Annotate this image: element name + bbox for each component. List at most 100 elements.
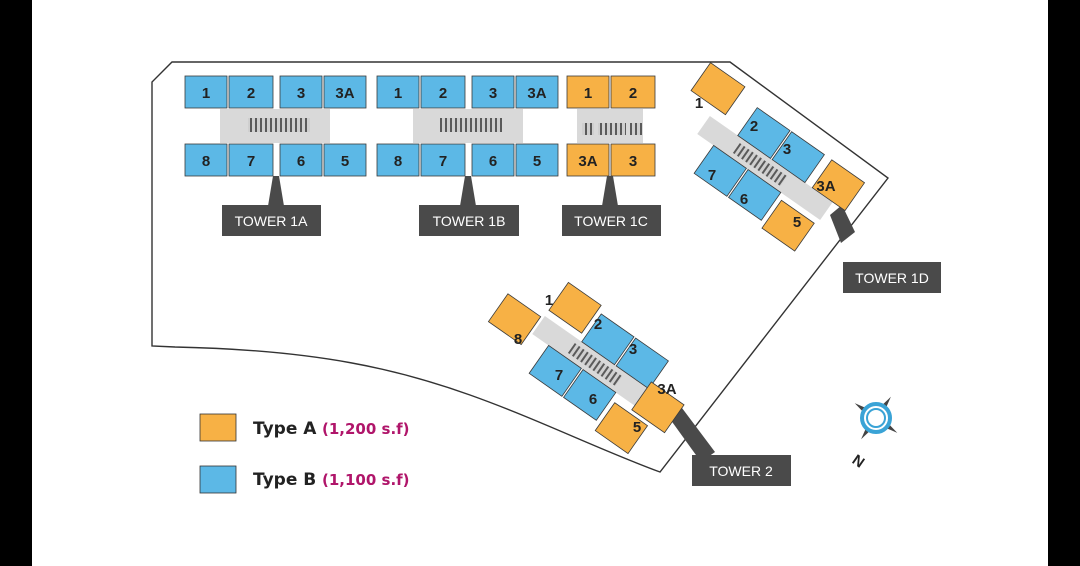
unit	[581, 313, 635, 366]
tower-2-label-box	[692, 455, 791, 486]
unit-label: 5	[533, 153, 541, 170]
tower-2: 1 8 2 3 3A 7 6 5 TOWER 2	[487, 281, 791, 486]
unit-label: 3A	[335, 85, 354, 102]
unit	[811, 159, 866, 212]
unit-label: 3A	[578, 153, 597, 170]
unit-label: 8	[202, 153, 210, 170]
tower-1c-label-box	[562, 205, 661, 236]
lift-core	[440, 118, 502, 132]
unit-label: 2	[750, 118, 758, 135]
unit-label: 6	[589, 391, 597, 408]
tower-1c: 1 2 3A 3 TOWER 1C	[562, 75, 661, 236]
unit	[420, 75, 466, 109]
unit-label: 8	[514, 331, 522, 348]
unit-label: 3	[783, 141, 791, 158]
unit	[566, 143, 610, 177]
unit	[727, 168, 782, 221]
unit	[376, 143, 420, 177]
unit-label: 5	[633, 419, 641, 436]
unit-label: 7	[708, 167, 716, 184]
unit-label: 6	[740, 191, 748, 208]
unit-label: 3A	[657, 381, 676, 398]
label-pointer	[460, 176, 476, 206]
lift-core	[732, 143, 788, 187]
tower-1d-label: TOWER 1D	[855, 270, 929, 286]
unit	[184, 143, 228, 177]
unit	[528, 344, 582, 397]
label-pointer	[665, 400, 715, 462]
unit	[471, 75, 515, 109]
legend-swatch-type-a	[199, 413, 237, 442]
unit	[228, 75, 274, 109]
unit-label: 2	[594, 316, 602, 333]
unit-label: 2	[629, 85, 637, 102]
unit	[279, 143, 323, 177]
unit-label: 5	[793, 214, 801, 231]
unit	[515, 143, 559, 177]
label-pointer	[268, 176, 284, 206]
unit	[610, 75, 656, 109]
unit	[228, 143, 274, 177]
tower-1b-label: TOWER 1B	[433, 213, 506, 229]
unit	[771, 131, 825, 184]
lift-core	[598, 123, 626, 135]
lift-core	[248, 118, 310, 132]
unit-label: 1	[394, 85, 402, 102]
tower-1c-label: TOWER 1C	[574, 213, 648, 229]
unit	[610, 143, 656, 177]
unit	[323, 143, 367, 177]
unit	[420, 143, 466, 177]
lift-core	[630, 123, 642, 135]
unit	[323, 75, 367, 109]
unit-label: 5	[341, 153, 349, 170]
unit	[566, 75, 610, 109]
unit-label: 1	[584, 85, 592, 102]
unit-label: 3	[629, 341, 637, 358]
unit	[761, 199, 815, 252]
unit-label: 1	[695, 95, 703, 112]
unit	[487, 293, 542, 346]
unit-label: 7	[439, 153, 447, 170]
tower-1d: 1 2 3 3A 7 6 5 TOWER 1D	[690, 62, 941, 293]
legend-label-type-a: Type A	[253, 419, 317, 439]
unit-label: 3A	[527, 85, 546, 102]
unit-label: 3	[629, 153, 637, 170]
unit	[594, 402, 649, 455]
unit-label: 2	[439, 85, 447, 102]
unit	[376, 75, 420, 109]
unit-label: 1	[545, 292, 553, 309]
legend: Type A (1,200 s.f) Type B (1,100 s.f)	[199, 413, 410, 494]
unit-label: 3	[297, 85, 305, 102]
label-pointer	[830, 205, 855, 243]
legend-label-type-b: Type B	[253, 470, 316, 490]
unit-label: 2	[247, 85, 255, 102]
unit	[548, 281, 602, 334]
unit	[615, 337, 669, 390]
tower-1d-label-box	[843, 262, 941, 293]
unit-label: 7	[555, 367, 563, 384]
label-pointer	[602, 176, 618, 206]
unit-label: 1	[202, 85, 210, 102]
unit	[515, 75, 559, 109]
tower-1b-label-box	[419, 205, 519, 236]
legend-swatch-type-b	[199, 465, 237, 494]
unit	[279, 75, 323, 109]
unit-label: 8	[394, 153, 402, 170]
unit	[631, 381, 685, 434]
lift-core	[582, 123, 594, 135]
unit-label: 6	[297, 153, 305, 170]
legend-area-type-b: (1,100 s.f)	[322, 471, 410, 489]
unit	[737, 107, 791, 159]
unit-label: 3	[489, 85, 497, 102]
lift-core	[567, 343, 623, 387]
tower-2-label: TOWER 2	[709, 463, 773, 479]
unit	[562, 368, 617, 421]
tower-1a: 1 2 3 3A 8 7 6 5 TOWER 1A	[184, 75, 367, 236]
unit-label: 6	[489, 153, 497, 170]
unit-label: 3A	[816, 178, 835, 195]
site-boundary	[151, 61, 889, 473]
unit-label: 7	[247, 153, 255, 170]
unit	[693, 144, 747, 197]
tower-1a-label: TOWER 1A	[235, 213, 309, 229]
